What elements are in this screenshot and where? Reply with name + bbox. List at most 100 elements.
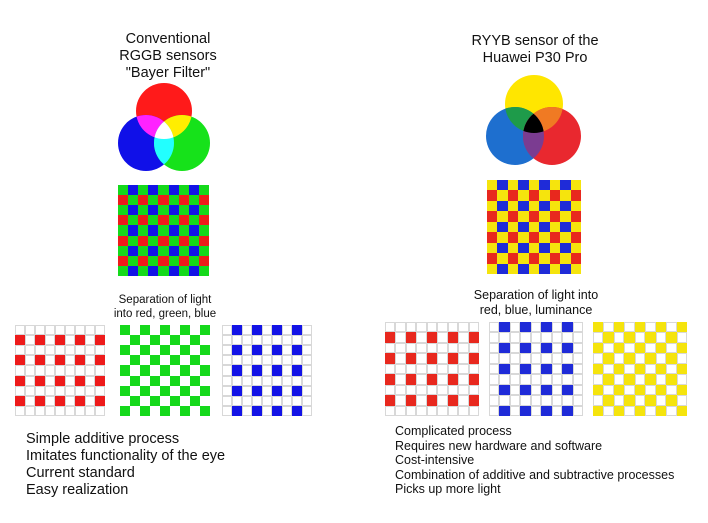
- filter-cell: [666, 332, 677, 343]
- filter-cell: [468, 374, 479, 385]
- filter-cell: [624, 353, 635, 364]
- empty-cell: [551, 342, 563, 354]
- empty-cell: [541, 332, 552, 343]
- filter-cell: [541, 342, 552, 354]
- empty-cell: [160, 335, 170, 345]
- empty-cell: [85, 325, 95, 336]
- filter-cell: [613, 322, 625, 333]
- filter-cell: [35, 375, 45, 386]
- filter-cell: [539, 211, 550, 222]
- filter-cell: [138, 225, 149, 236]
- empty-cell: [541, 395, 552, 406]
- filter-cell: [487, 211, 498, 222]
- empty-cell: [150, 345, 160, 355]
- filter-cell: [188, 215, 199, 226]
- filter-cell: [188, 255, 199, 266]
- ryyb-point: Cost-intensive: [395, 453, 475, 468]
- filter-cell: [560, 180, 571, 191]
- empty-cell: [426, 363, 438, 375]
- filter-cell: [613, 384, 625, 396]
- filter-cell: [613, 363, 625, 375]
- filter-cell: [148, 195, 159, 206]
- empty-cell: [489, 342, 500, 354]
- empty-cell: [666, 384, 677, 396]
- empty-cell: [530, 395, 542, 406]
- filter-cell: [497, 263, 508, 274]
- filter-cell: [634, 384, 646, 396]
- filter-cell: [118, 245, 129, 256]
- empty-cell: [666, 342, 677, 354]
- rggb-title-line2: RGGB sensors: [119, 48, 217, 64]
- empty-cell: [25, 375, 35, 386]
- empty-cell: [541, 353, 552, 364]
- filter-cell: [140, 325, 150, 336]
- filter-cell: [272, 325, 282, 336]
- filter-cell: [168, 245, 179, 256]
- empty-cell: [170, 365, 180, 375]
- empty-cell: [509, 322, 521, 333]
- empty-cell: [447, 363, 459, 375]
- empty-cell: [200, 376, 210, 386]
- filter-cell: [507, 263, 519, 274]
- filter-cell: [188, 185, 199, 196]
- empty-cell: [262, 375, 272, 386]
- filter-cell: [385, 332, 396, 343]
- filter-cell: [518, 242, 529, 254]
- filter-cell: [405, 395, 417, 406]
- filter-cell: [560, 253, 571, 264]
- empty-cell: [222, 395, 232, 406]
- filter-cell: [487, 190, 498, 201]
- filter-cell: [613, 342, 625, 354]
- filter-cell: [676, 363, 687, 375]
- filter-cell: [15, 395, 25, 406]
- filter-cell: [148, 205, 159, 216]
- empty-cell: [468, 363, 479, 375]
- empty-cell: [520, 374, 531, 385]
- filter-cell: [539, 253, 550, 264]
- empty-cell: [676, 395, 687, 406]
- empty-cell: [45, 335, 55, 346]
- filter-cell: [158, 205, 169, 216]
- empty-cell: [222, 405, 232, 416]
- empty-cell: [65, 355, 75, 366]
- filter-cell: [148, 235, 159, 246]
- empty-cell: [25, 325, 35, 336]
- filter-cell: [603, 332, 614, 343]
- filter-cell: [634, 405, 646, 416]
- filter-cell: [160, 365, 170, 376]
- empty-cell: [468, 342, 479, 354]
- filter-cell: [655, 405, 667, 416]
- filter-cell: [232, 345, 242, 356]
- filter-cell: [560, 263, 571, 274]
- empty-cell: [45, 345, 55, 356]
- empty-cell: [262, 395, 272, 406]
- empty-cell: [302, 375, 312, 386]
- empty-cell: [262, 335, 272, 346]
- filter-cell: [570, 200, 581, 212]
- empty-cell: [282, 325, 292, 336]
- empty-cell: [562, 332, 573, 343]
- filter-cell: [426, 353, 438, 364]
- filter-cell: [150, 395, 160, 406]
- empty-cell: [509, 405, 521, 416]
- empty-cell: [634, 395, 646, 406]
- empty-cell: [232, 395, 242, 406]
- empty-cell: [405, 384, 417, 396]
- empty-cell: [509, 342, 521, 354]
- empty-cell: [530, 405, 542, 416]
- filter-cell: [292, 385, 302, 396]
- filter-cell: [128, 195, 139, 206]
- empty-cell: [395, 405, 406, 416]
- empty-cell: [222, 325, 232, 336]
- filter-cell: [541, 322, 552, 333]
- empty-cell: [222, 335, 232, 346]
- filter-cell: [539, 242, 550, 254]
- empty-cell: [222, 355, 232, 366]
- filter-cell: [15, 355, 25, 366]
- rggb-title-line3: "Bayer Filter": [125, 65, 211, 81]
- empty-cell: [282, 345, 292, 356]
- empty-cell: [426, 405, 438, 416]
- empty-cell: [65, 325, 75, 336]
- ryyb-title-line1: RYYB sensor of the: [471, 33, 599, 49]
- filter-cell: [180, 405, 190, 416]
